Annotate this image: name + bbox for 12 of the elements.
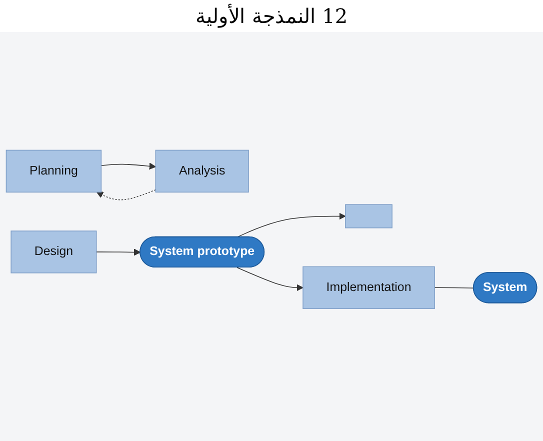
- arrow: [100, 162, 156, 170]
- node-box: Analysis: [155, 150, 249, 193]
- title: 12 النمذجة الأولية: [0, 0, 543, 32]
- connector: [434, 287, 474, 289]
- arrow: [96, 248, 141, 256]
- arrow: [236, 267, 304, 292]
- node-box: Design: [10, 230, 97, 274]
- arrow: [96, 189, 156, 200]
- arrow: [236, 212, 346, 238]
- node-box: [345, 204, 392, 228]
- node-box: Planning: [6, 150, 102, 193]
- node-box: Implementation: [302, 266, 435, 310]
